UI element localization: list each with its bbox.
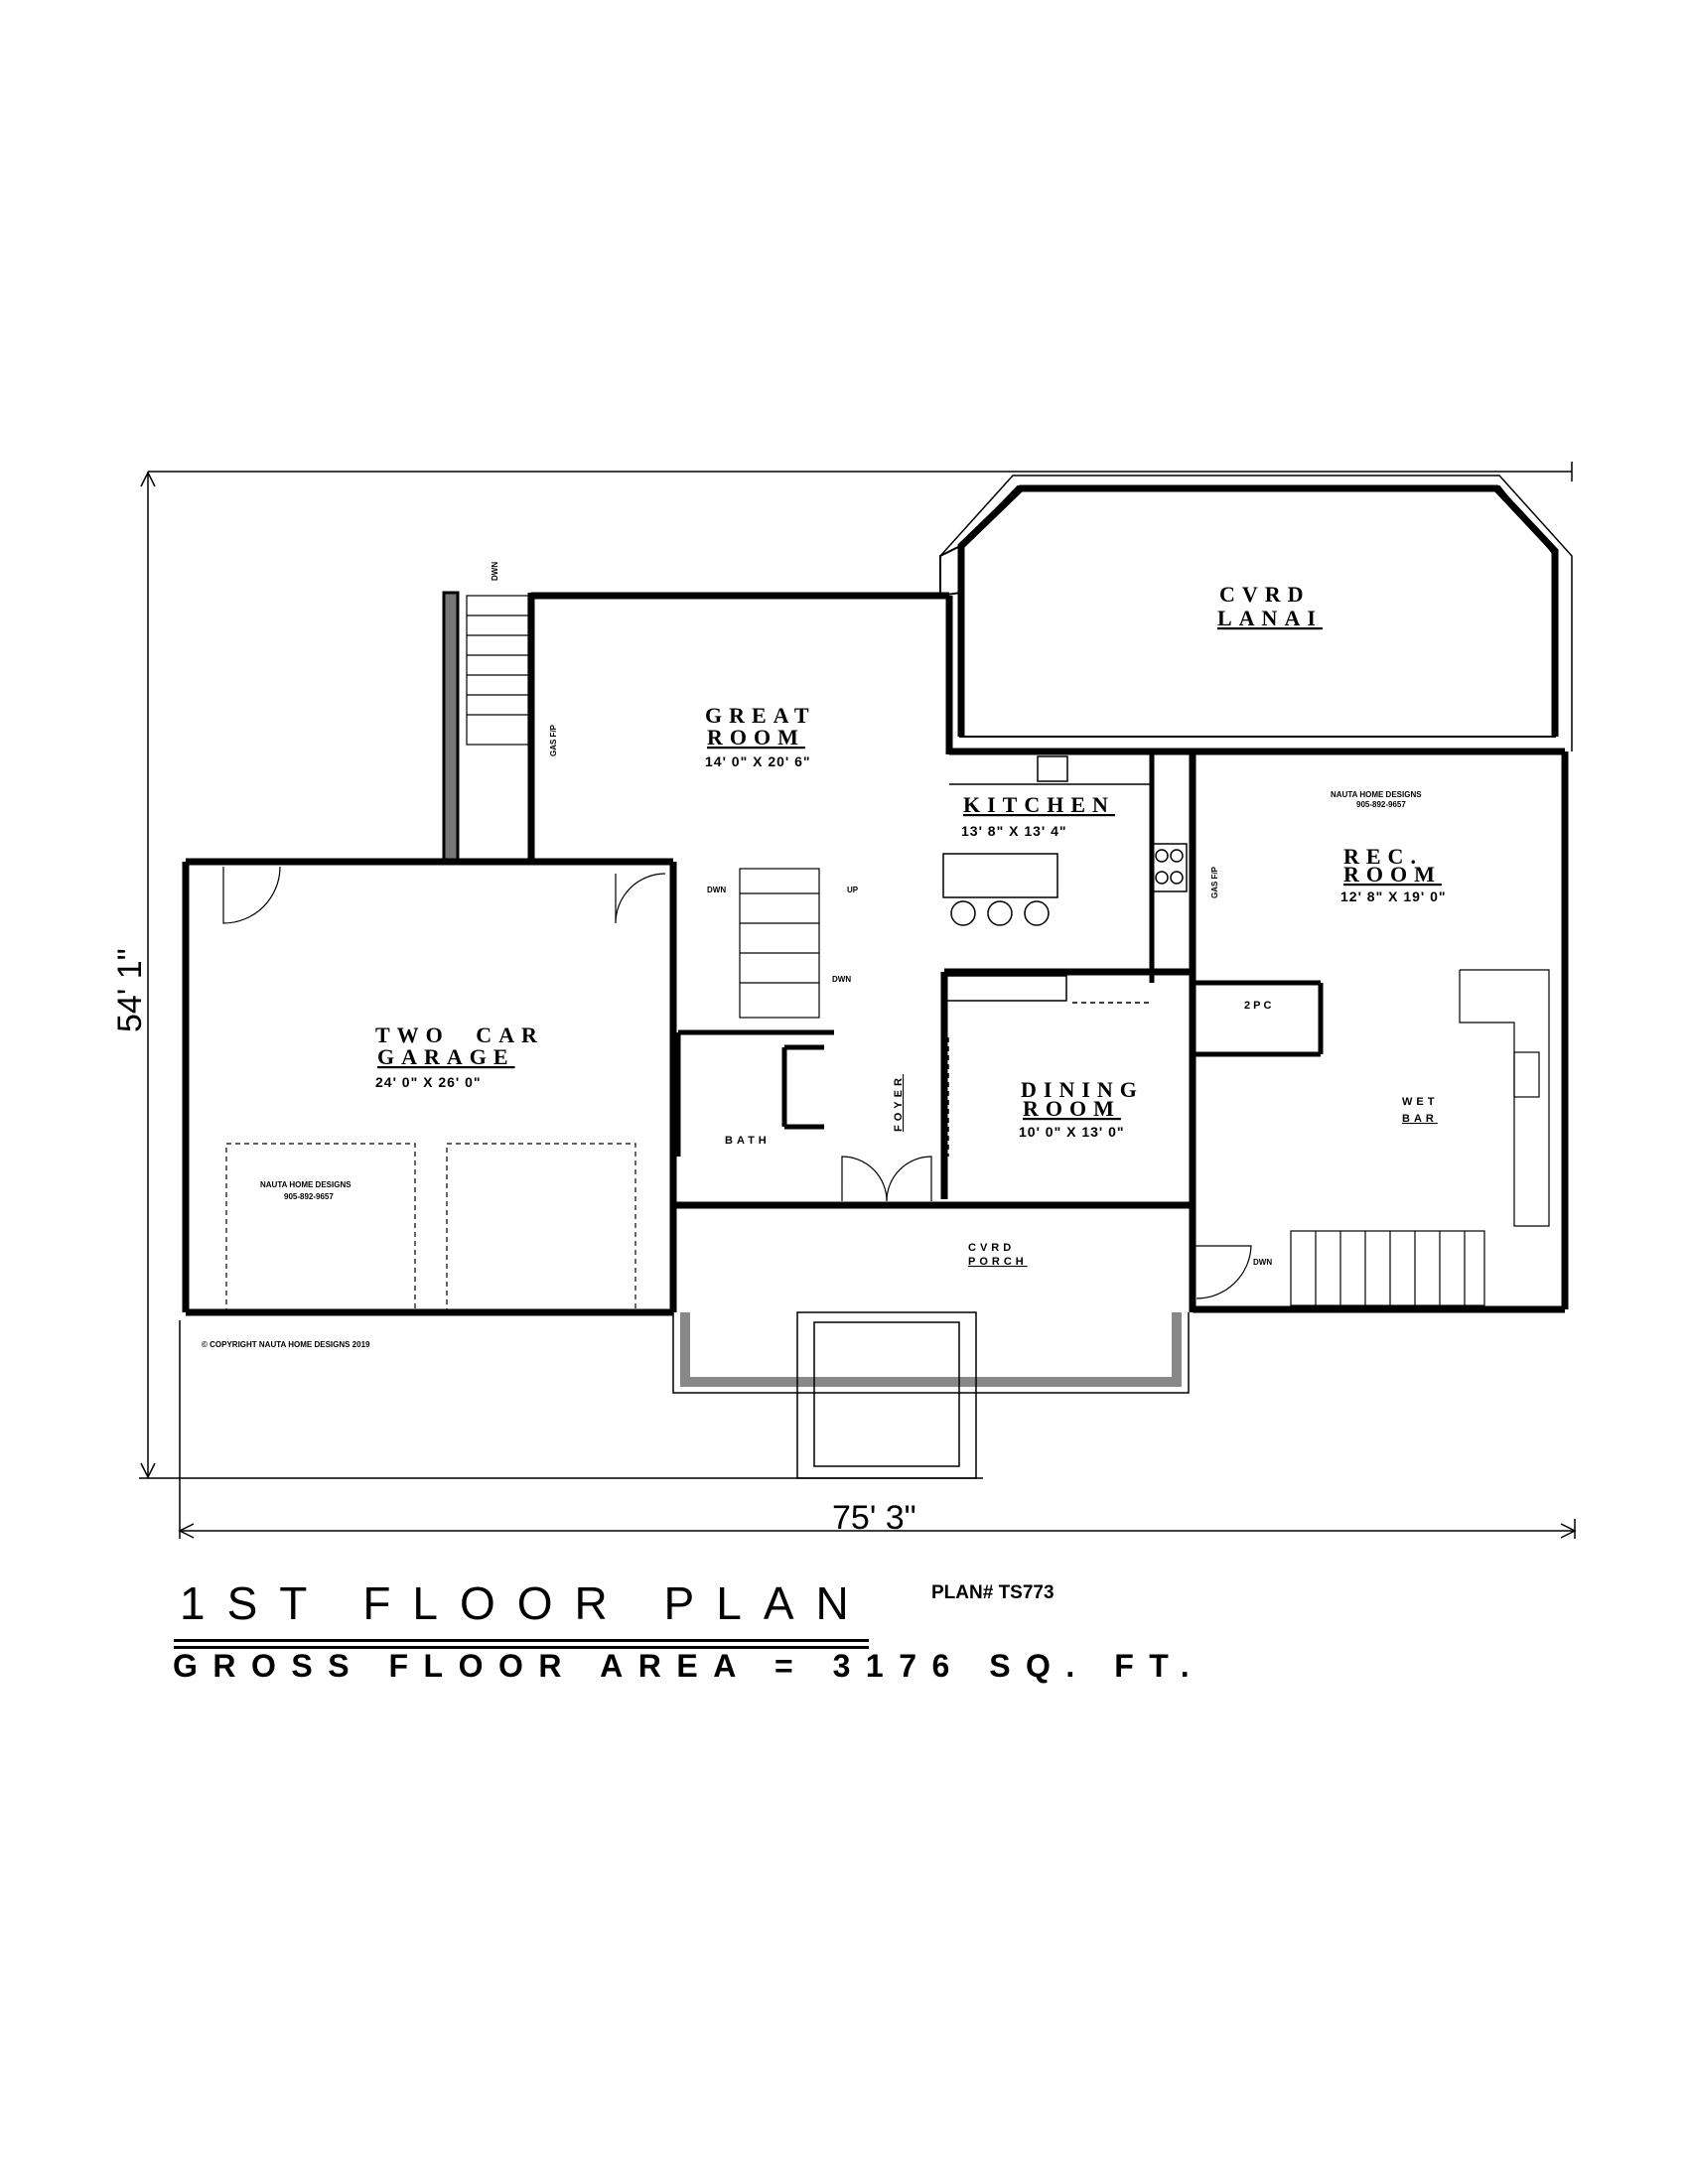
exterior-walls: [182, 591, 1569, 1316]
front-steps: [672, 1311, 1190, 1479]
foyer-label: FOYER: [893, 1074, 905, 1132]
dining-label-1: DINING: [1021, 1077, 1144, 1102]
stair-down-label-2: DWN: [707, 886, 726, 894]
porch-label-1: CVRD: [968, 1242, 1015, 1254]
stair-down-label-4: DWN: [1253, 1258, 1272, 1267]
fireplace-label-great-room: GAS F/P: [549, 724, 558, 756]
great-room-label-2: ROOM: [707, 725, 805, 750]
garage-watermark-company: NAUTA HOME DESIGNS: [260, 1180, 352, 1189]
rec-room-watermark-phone: 905-892-9657: [1356, 800, 1406, 809]
fireplace-label-rec-room: GAS F/P: [1210, 866, 1219, 898]
rec-room-label-1: REC.: [1343, 844, 1423, 869]
dining-label-2: ROOM: [1023, 1096, 1121, 1121]
rec-room-watermark-company: NAUTA HOME DESIGNS: [1331, 790, 1422, 799]
plan-title: 1ST FLOOR PLAN: [180, 1577, 871, 1629]
kitchen-size: 13' 8" X 13' 4": [961, 823, 1067, 839]
depth-dimension: 54' 1": [111, 948, 149, 1032]
dining-size: 10' 0" X 13' 0": [1019, 1124, 1125, 1140]
garage-watermark-phone: 905-892-9657: [284, 1192, 334, 1201]
kitchen-label: KITCHEN: [963, 792, 1115, 817]
wet-bar-label-2: BAR: [1402, 1113, 1438, 1125]
garage-label-1: TWO CAR: [375, 1023, 544, 1047]
bath-label: BATH: [725, 1135, 771, 1147]
great-room-label-1: GREAT: [705, 703, 816, 728]
wet-bar-label-1: WET: [1402, 1096, 1438, 1108]
kitchen-counters: [942, 751, 1188, 1157]
rec-room-size: 12' 8" X 19' 0": [1340, 888, 1447, 904]
stair-down-label-3: DWN: [832, 975, 851, 984]
width-dimension: 75' 3": [832, 1499, 916, 1537]
plan-number: PLAN# TS773: [931, 1582, 1055, 1603]
garage-size: 24' 0" X 26' 0": [375, 1074, 482, 1090]
gross-floor-area: GROSS FLOOR AREA = 3176 SQ. FT.: [173, 1648, 1205, 1684]
dimension-lines: [139, 462, 1577, 1539]
stair-up-label: UP: [847, 886, 859, 894]
title-underline: [174, 1639, 869, 1642]
lanai-outline: [939, 475, 1573, 751]
powder-room-label: 2PC: [1244, 1000, 1274, 1012]
lanai-label-1: CVRD: [1219, 582, 1311, 607]
stairs: [222, 595, 1550, 1313]
copyright-notice: © COPYRIGHT NAUTA HOME DESIGNS 2019: [202, 1340, 370, 1349]
garage-label-2: GARAGE: [377, 1044, 515, 1069]
title-underline-2: [174, 1646, 869, 1649]
lanai-label-2: LANAI: [1217, 606, 1323, 630]
rec-room-label-2: ROOM: [1343, 862, 1442, 887]
porch-label-2: PORCH: [968, 1256, 1028, 1268]
stair-down-label-1: DWN: [491, 562, 499, 581]
great-room-size: 14' 0" X 20' 6": [705, 753, 811, 769]
